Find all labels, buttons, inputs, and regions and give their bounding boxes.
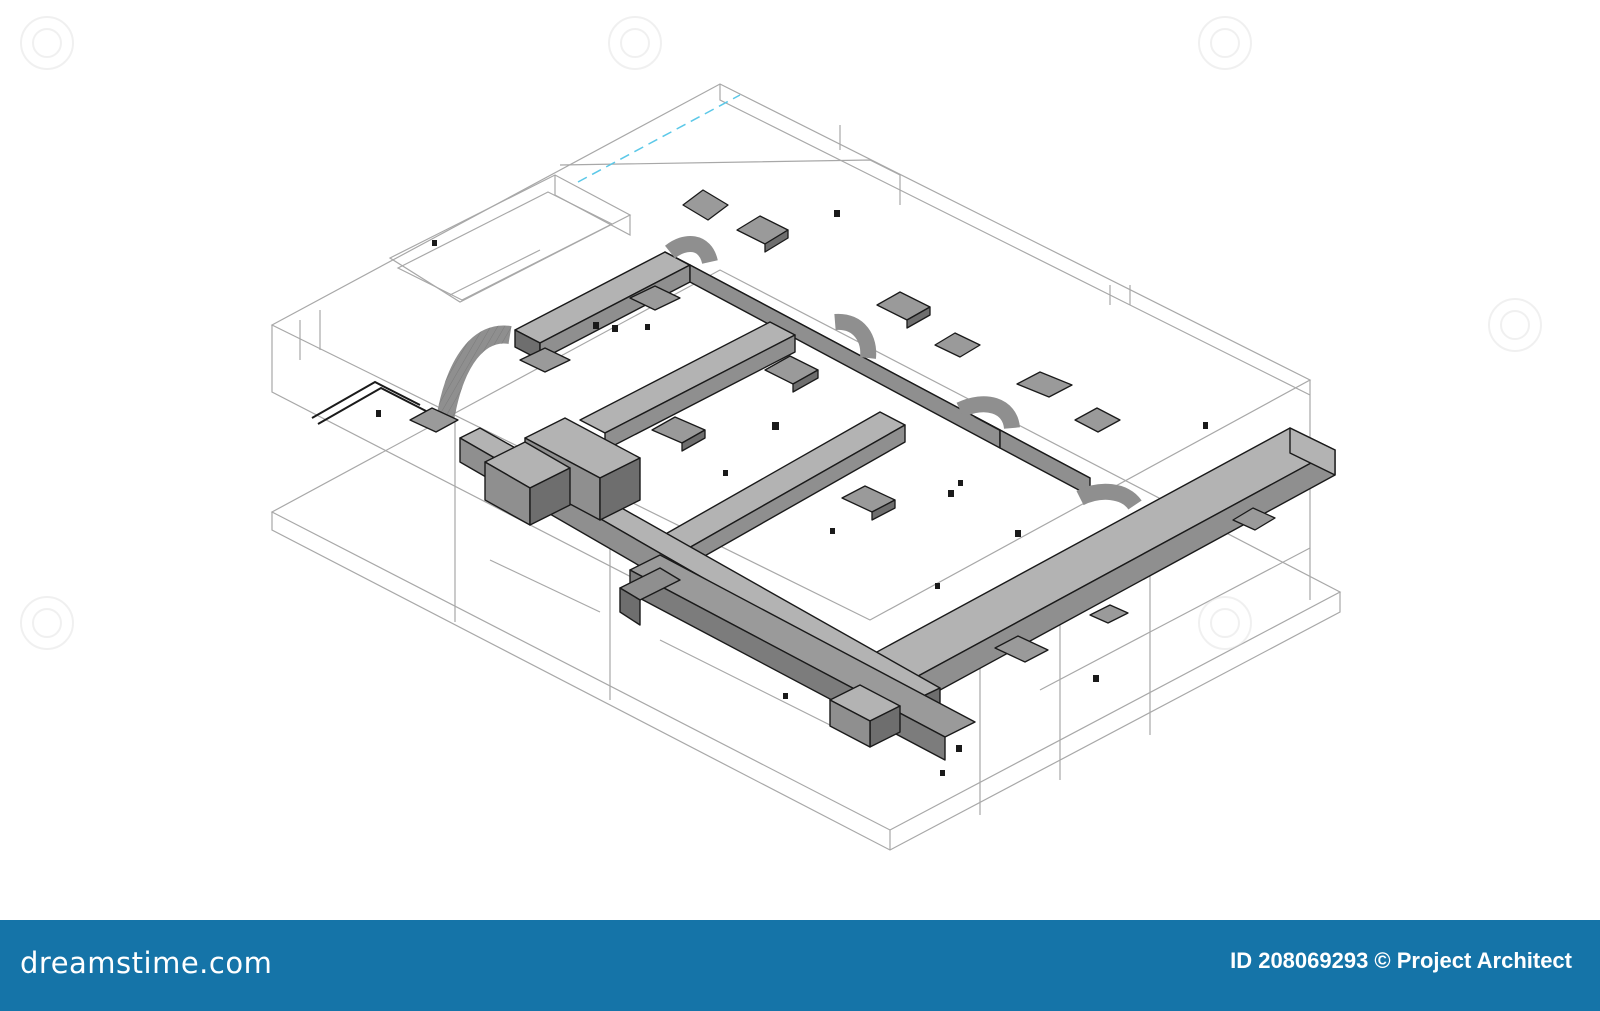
image-credit: ID 208069293 © Project Architect [1230,948,1572,973]
dashed-service-line [577,94,741,183]
watermark-icon [600,8,670,78]
flex-ducts [436,236,1142,511]
air-handling-unit [484,417,681,626]
watermark-icon [12,8,82,78]
room-box [388,174,632,303]
watermark-icon [12,588,82,658]
watermark-icon [1190,588,1260,658]
footer-bar: dreamstime.com ID 208069293 © Project Ar… [0,920,1600,1011]
watermark-icon [1190,8,1260,78]
watermark-icon [1480,290,1550,360]
piping [311,380,427,425]
brand-logo[interactable]: dreamstime.com [20,946,273,980]
isometric-hvac-drawing [270,83,1342,851]
diffusers [409,189,1276,663]
drawing-canvas [12,8,1550,851]
sensors [376,210,1208,776]
